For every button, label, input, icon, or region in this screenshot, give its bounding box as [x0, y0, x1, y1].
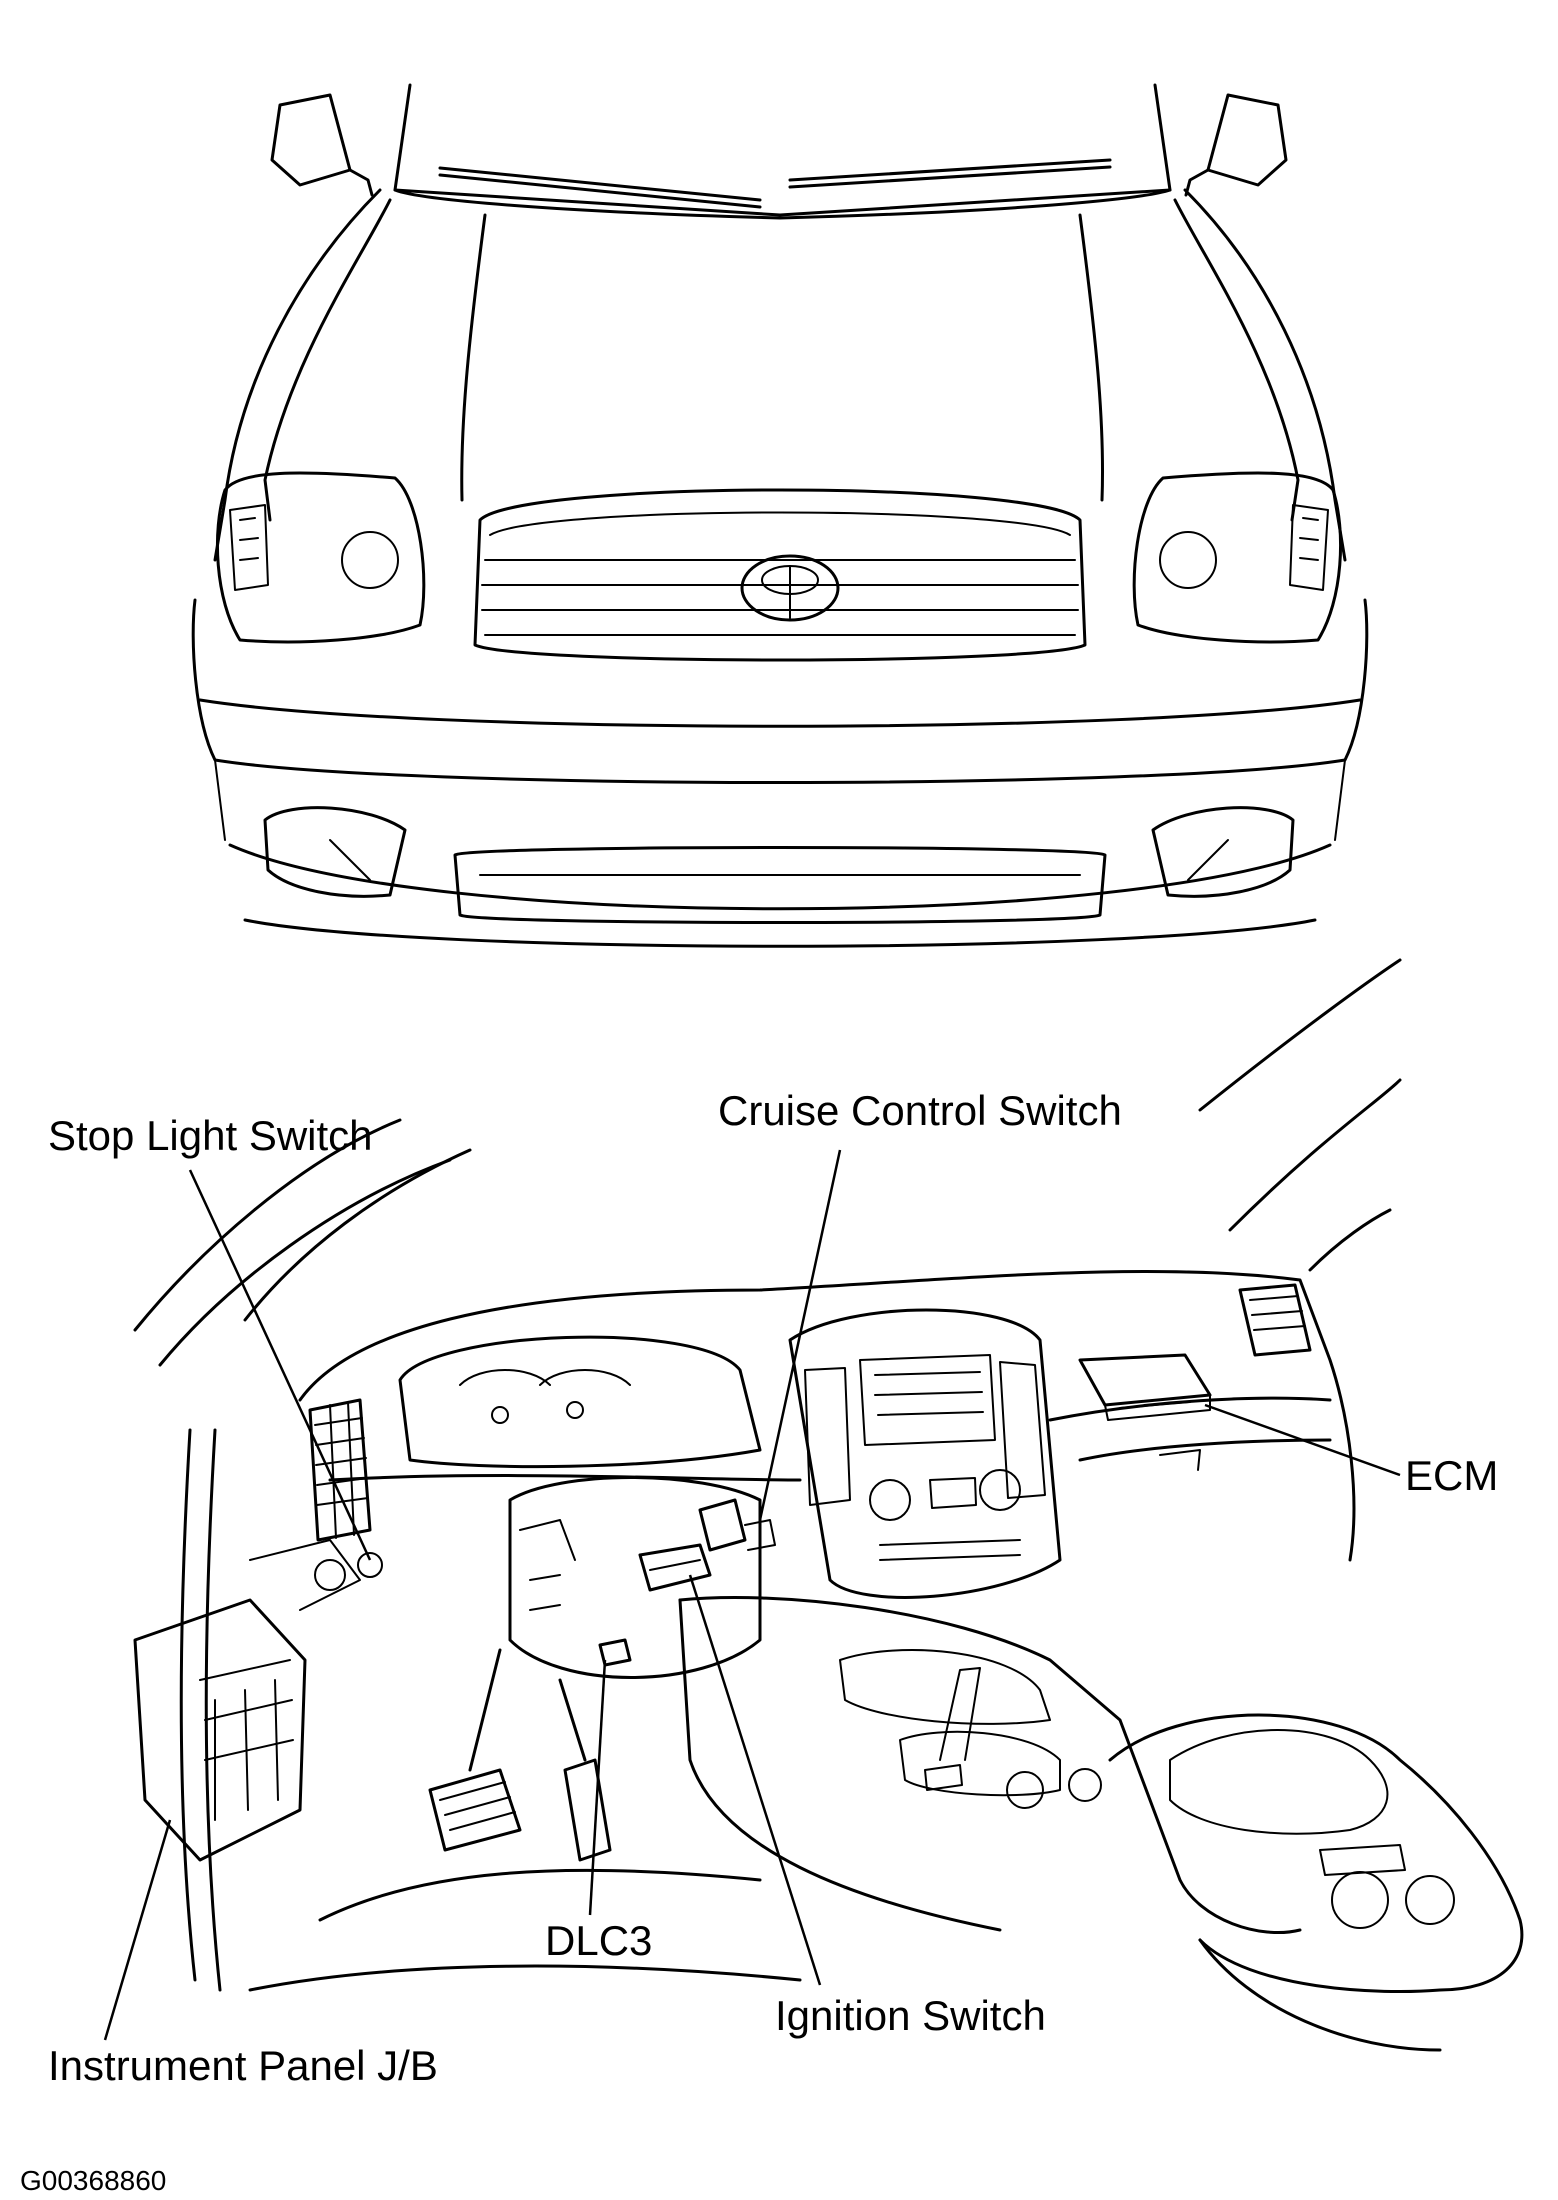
center-stack: [788, 1308, 1062, 1599]
leader-ecm: [1204, 1403, 1401, 1477]
figure-id: G00368860: [20, 2165, 166, 2196]
center-console: [678, 1596, 1302, 1935]
ignition-switch-body: [638, 1543, 712, 1592]
hood: [263, 198, 392, 522]
dashboard: [298, 1269, 1356, 1562]
right-air-vent: [1238, 1283, 1312, 1357]
leader-cruise-control-switch: [758, 1149, 842, 1521]
instrument-cluster: [398, 1335, 762, 1469]
left-mirror: [270, 93, 352, 187]
label-instrument-panel-jb: Instrument Panel J/B: [48, 2042, 438, 2089]
left-headlight: [215, 471, 426, 644]
lower-intake: [453, 846, 1107, 924]
leader-dlc3: [588, 1659, 607, 1916]
grille: [473, 488, 1087, 662]
label-stop-light-switch: Stop Light Switch: [48, 1112, 373, 1159]
right-wiper: [788, 158, 1112, 182]
steering-column: [508, 1476, 762, 1679]
left-air-vent: [308, 1398, 372, 1542]
dlc3-connector: [598, 1638, 632, 1667]
left-fog-light: [263, 806, 407, 898]
front-bumper: [191, 598, 1369, 784]
instrument-panel-jb: [133, 1598, 307, 1862]
windshield-frame: [393, 83, 1172, 217]
right-fog-light: [1151, 806, 1295, 898]
leader-lines: [103, 1149, 1401, 2041]
vehicle-front-view: [191, 83, 1369, 948]
armrest: [1108, 1713, 1524, 1994]
leader-ignition-switch: [688, 1574, 822, 1986]
accelerator-pedal: [563, 1758, 612, 1862]
label-cruise-control-switch: Cruise Control Switch: [718, 1087, 1122, 1134]
ecm-module: [1078, 1353, 1212, 1407]
label-dlc3: DLC3: [545, 1917, 652, 1964]
left-wiper: [438, 166, 762, 202]
cruise-control-switch-body: [698, 1498, 747, 1552]
emblem: [740, 554, 840, 622]
leader-stop-light-switch: [188, 1169, 372, 1561]
label-ecm: ECM: [1405, 1452, 1498, 1499]
brake-pedal: [428, 1768, 522, 1852]
right-headlight: [1132, 471, 1343, 644]
callout-labels: Stop Light Switch Cruise Control Switch …: [20, 1087, 1498, 2196]
right-mirror: [1206, 93, 1288, 187]
label-ignition-switch: Ignition Switch: [775, 1992, 1046, 2039]
interior-dashboard-view: [133, 958, 1524, 2052]
leader-instrument-panel-jb: [103, 1819, 172, 2041]
